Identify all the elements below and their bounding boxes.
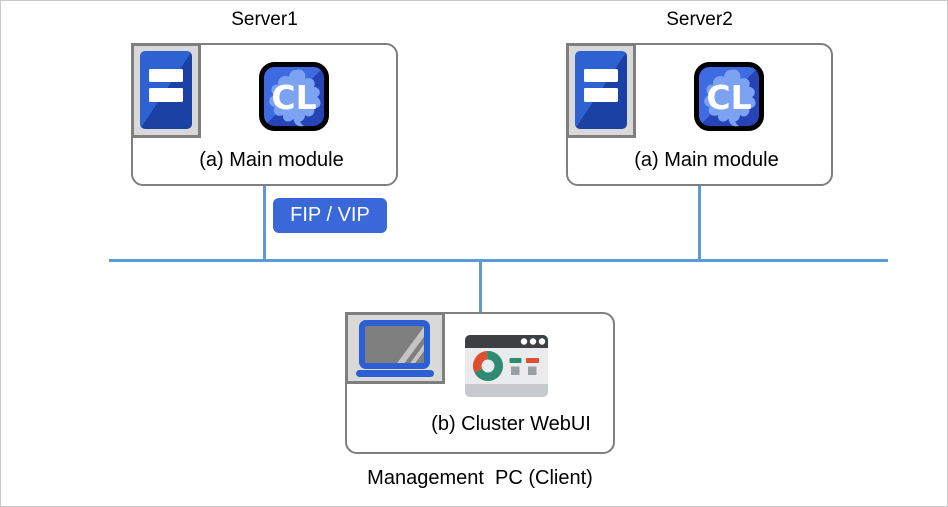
laptop-icon [344, 311, 445, 384]
cl-letters: CL [706, 78, 751, 117]
expresscluster-cl-icon: CL [259, 62, 329, 131]
laptop-graphic [355, 319, 434, 377]
server-tower-icon [565, 42, 636, 138]
server2-box: CL (a) Main module [565, 42, 833, 186]
expresscluster-cl-icon: CL [694, 62, 764, 131]
donut-chart-teal-segment [474, 351, 503, 381]
donut-chart-orange-segment [473, 351, 488, 373]
management-pc-network-connector [479, 260, 482, 313]
cl-letters: CL [271, 78, 316, 117]
cluster-webui-label: (b) Cluster WebUI [431, 413, 591, 435]
server1-title: Server1 [231, 9, 298, 30]
server-tower-graphic [139, 50, 192, 129]
server2-title: Server2 [666, 9, 733, 30]
server2-network-connector [698, 185, 701, 260]
server-tower-graphic [574, 50, 627, 129]
management-pc-caption: Management PC (Client) [367, 467, 593, 489]
server-tower-icon [130, 42, 201, 138]
webui-browser-icon [465, 335, 548, 397]
server1-box: CL (a) Main module [130, 42, 398, 186]
network-line [109, 259, 888, 262]
server1-module-label: (a) Main module [199, 149, 344, 171]
server1-network-connector [263, 185, 266, 260]
management-pc-box: (b) Cluster WebUI [344, 311, 615, 454]
fip-vip-badge: FIP / VIP [273, 198, 387, 233]
server2-module-label: (a) Main module [634, 149, 779, 171]
